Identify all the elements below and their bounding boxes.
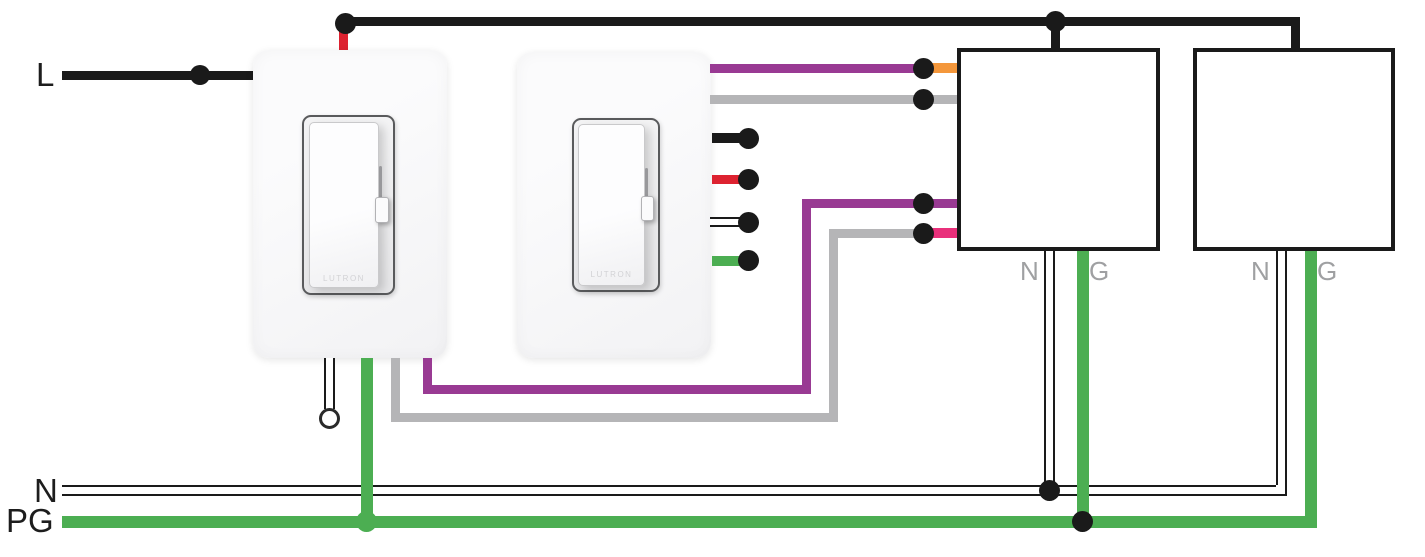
- dimmer1-ground-wire: [361, 358, 373, 528]
- dimmer2-paddle: [578, 124, 645, 286]
- fixture1-feed-drop-wire: [1051, 20, 1060, 50]
- fixture1-ground-terminal-label: G: [1089, 256, 1110, 286]
- dimmer2-slider-handle: [641, 196, 654, 221]
- dimmer1-slider-handle: [375, 197, 389, 223]
- line-wire: [62, 71, 253, 80]
- fixture1-ground-bus-junction-dot: [1072, 511, 1093, 532]
- dimmer2-slider-track: [645, 168, 648, 216]
- dimmer2-gray-wire: [710, 95, 958, 104]
- dimmer1-brand-text: LUTRON: [323, 274, 365, 283]
- line-label: L: [36, 56, 55, 93]
- dimmer2-green-stub-wire: [712, 256, 745, 266]
- neutral-bus-wire: [62, 485, 1276, 496]
- dimmer1-purple-wire-v2: [802, 199, 811, 394]
- dimmer2-purple-wire: [710, 64, 923, 73]
- ground-bus-label: PG: [6, 502, 54, 539]
- dimmer2-white-stub-wire: [710, 217, 744, 227]
- dimmer1-paddle: [309, 122, 379, 288]
- dimmer1-unused-neutral-terminal: [319, 408, 340, 429]
- dimmer1-gray-wire-h2: [829, 229, 928, 238]
- dimmer2-red-stub-wire: [712, 175, 745, 184]
- dimmer2-black-stub-wire: [712, 133, 745, 143]
- dimmer1-purple-wire-h1: [423, 385, 811, 394]
- neutral-bus-label: N: [34, 472, 58, 509]
- fixture1-purple-junction-dot: [913, 193, 934, 214]
- dimmer1-purple-wire-h2: [802, 199, 958, 208]
- fixture1-gray-pink-junction-dot: [913, 223, 934, 244]
- dimmer1-gray-wire-v1: [391, 358, 400, 422]
- fixture2-ground-terminal-label: G: [1317, 256, 1338, 286]
- dimmer2-brand-text: LUTRON: [590, 270, 633, 279]
- fixture1-purple-orange-junction-dot: [913, 58, 934, 79]
- fixture-box-1: [957, 48, 1160, 251]
- top-feed-elbow-wire: [1291, 17, 1300, 51]
- dimmer2-black-stub-cap-dot: [738, 128, 759, 149]
- fixture1-orange-lead-wire: [923, 63, 958, 73]
- fixture1-ground-wire: [1077, 251, 1089, 528]
- fixture2-neutral-wire: [1276, 251, 1287, 485]
- dimmer1-gray-wire-v2: [829, 229, 838, 422]
- ground-bus-wire: [62, 516, 1317, 528]
- fixture1-neutral-bus-junction-dot: [1039, 480, 1060, 501]
- dimmer1-gray-wire-h1: [391, 413, 838, 422]
- fixture1-neutral-wire: [1044, 251, 1055, 496]
- top-feed-wire: [345, 17, 1300, 26]
- line-wire-junction-dot: [190, 65, 210, 85]
- fixture1-neutral-terminal-label: N: [1020, 256, 1039, 286]
- dimmer1-neutral-white-wire: [324, 358, 335, 409]
- dimmer1-purple-wire-v1: [423, 358, 432, 394]
- neutral-bus-corner: [1276, 485, 1287, 496]
- dimmer1-slider-track: [379, 166, 382, 218]
- dimmer2-green-stub-cap-dot: [738, 250, 759, 271]
- fixture-box-2: [1193, 48, 1395, 251]
- dimmer1-switched-red-wire: [339, 23, 348, 52]
- dimmer1-ground-bus-junction-dot: [356, 511, 377, 532]
- top-feed-fixture1-junction-dot: [1045, 11, 1066, 32]
- fixture1-pink-lead-wire: [923, 228, 958, 238]
- fixture2-ground-wire: [1305, 251, 1317, 528]
- fixture2-neutral-terminal-label: N: [1251, 256, 1270, 286]
- top-feed-left-junction-dot: [335, 13, 356, 34]
- dimmer2-red-stub-cap-dot: [738, 169, 759, 190]
- fixture1-gray-junction-dot: [913, 89, 934, 110]
- dimmer2-white-stub-cap-dot: [738, 212, 759, 233]
